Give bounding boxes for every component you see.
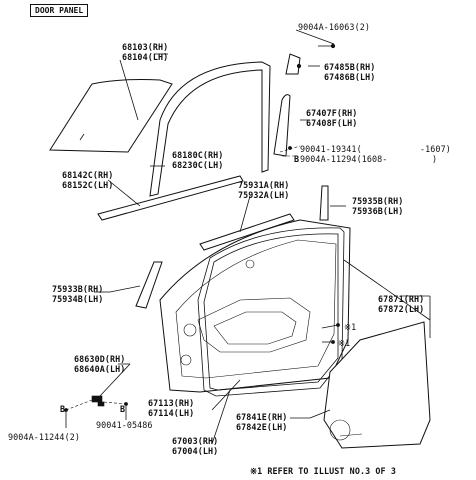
- note-ref-2: ※1: [338, 338, 351, 348]
- label-68103: 68103(RH): [122, 42, 169, 52]
- side-garnish: [319, 185, 329, 221]
- label-67113: 67113(RH): [148, 398, 195, 408]
- label-90041-05486: 90041-05486: [96, 420, 153, 430]
- label-68142c: 68142C(RH): [62, 170, 114, 180]
- door-shell: [159, 219, 351, 393]
- label-68180c: 68180C(RH): [172, 150, 224, 160]
- label-67408f: 67408F(LH): [306, 118, 358, 128]
- label-67003: 67003(RH): [172, 436, 219, 446]
- door-glass: [49, 79, 173, 153]
- note-ref-1: ※1: [344, 322, 357, 332]
- label-75936b: 75936B(LH): [352, 206, 404, 216]
- label-75933b: 75933B(RH): [52, 284, 104, 294]
- label-68152c: 68152C(LH): [62, 180, 114, 190]
- belt-moulding: [199, 213, 295, 251]
- label-67871: 67871(RH): [378, 294, 425, 304]
- frame-moulding: [273, 94, 291, 157]
- label-68640a: 68640A(LH): [74, 364, 126, 374]
- label-9004a-11294: 9004A-11294(1608-: [300, 154, 388, 164]
- leader-lines: [65, 29, 431, 445]
- hinge: [91, 395, 105, 407]
- label-75932a: 75932A(LH): [238, 190, 290, 200]
- label-67872: 67872(LH): [378, 304, 425, 314]
- label-67485b: 67485B(RH): [324, 62, 376, 72]
- marker-b-3: B: [60, 404, 66, 414]
- label-9004a-16063: 9004A-16063(2): [298, 22, 370, 32]
- rear-garnish: [135, 261, 163, 309]
- label-67407f: 67407F(RH): [306, 108, 358, 118]
- label-75934b: 75934B(LH): [52, 294, 104, 304]
- label-67841e: 67841E(RH): [236, 412, 288, 422]
- label-67486b: 67486B(LH): [324, 72, 376, 82]
- label-68104: 68104(LH): [122, 52, 169, 62]
- label-90041-19341-date: -1607): [420, 144, 451, 154]
- label-67842e: 67842E(LH): [236, 422, 288, 432]
- reference-lines: [65, 145, 301, 411]
- label-90041-19341: 90041-19341(: [300, 144, 362, 154]
- label-68230c: 68230C(LH): [172, 160, 224, 170]
- label-67114: 67114(LH): [148, 408, 195, 418]
- label-67004: 67004(LH): [172, 446, 219, 456]
- marker-b-2: B: [120, 404, 126, 414]
- belt-weatherstrip: [97, 175, 244, 221]
- marker-b-1: B: [294, 154, 300, 164]
- footnote: ※1 REFER TO ILLUST NO.3 OF 3: [250, 466, 396, 476]
- diagram-title: DOOR PANEL: [30, 4, 89, 17]
- label-9004a-11294-date: ): [432, 154, 438, 164]
- corner-moulding: [285, 53, 301, 75]
- door-trim-board: [323, 321, 431, 449]
- label-9004a-11244: 9004A-11244(2): [8, 432, 80, 442]
- label-75931a: 75931A(RH): [238, 180, 290, 190]
- label-68630d: 68630D(RH): [74, 354, 126, 364]
- glass-run-channel: [149, 61, 271, 197]
- door-weatherstrip: [197, 227, 345, 397]
- label-75935b: 75935B(RH): [352, 196, 404, 206]
